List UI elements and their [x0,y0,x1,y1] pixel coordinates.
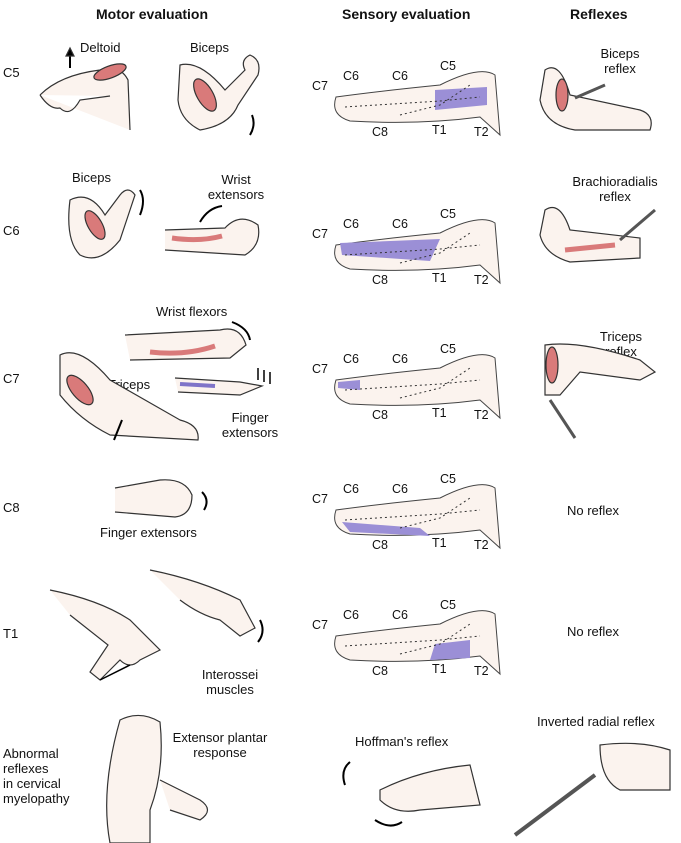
wrist-extensors-illustration [164,205,260,256]
dermatome-label-c7: C7 [312,618,328,632]
dermatome-label-t1: T1 [432,406,447,420]
dermatome-label-c8: C8 [372,125,388,139]
dermatome-label-c8: C8 [372,273,388,287]
dermatome-label-c5: C5 [440,342,456,356]
dermatome-label-c6: C6 [343,482,359,496]
header-sensory: Sensory evaluation [342,6,471,22]
biceps-c6-illustration [68,189,144,259]
dermatome-label-c5: C5 [440,472,456,486]
dermatome-label-c6: C6 [343,69,359,83]
dermatome-label-c5: C5 [440,59,456,73]
biceps-arm-illustration [177,54,260,136]
dermatome-label-t2: T2 [474,273,489,287]
finger-extensors-hand-illustration [174,368,271,396]
dermatome-label-c6: C6 [392,217,408,231]
label-finger-extensors-c8: Finger extensors [100,525,197,540]
label-biceps-c6: Biceps [72,170,112,185]
dermatome-label-c7: C7 [312,362,328,376]
label-wrist-flexors: Wrist flexors [156,304,228,319]
header-motor: Motor evaluation [96,6,209,22]
dermatome-highlight-c8 [342,522,430,536]
dermatome-label-t1: T1 [432,536,447,550]
label-no-reflex-t1: No reflex [567,624,620,639]
fist-illustration [114,479,208,518]
dermatome-label-t2: T2 [474,125,489,139]
hoffman-hand-illustration [342,761,481,827]
row-label-c8: C8 [3,500,20,515]
label-no-reflex-c8: No reflex [567,503,620,518]
dermatome-highlight-t1 [430,640,470,660]
dermatome-label-t2: T2 [474,408,489,422]
dermatome-label-c5: C5 [440,207,456,221]
dermatome-label-c6: C6 [392,352,408,366]
dermatome-label-c6: C6 [392,69,408,83]
dermatome-label-c5: C5 [440,598,456,612]
row-label-c5: C5 [3,65,20,80]
triceps-illustration [59,352,199,441]
dermatome-label-t2: T2 [474,664,489,678]
dermatome-label-c6: C6 [392,608,408,622]
dermatome-label-c6: C6 [343,352,359,366]
foot-plantar-illustration [106,714,209,843]
dermatome-label-c7: C7 [312,79,328,93]
dermatome-label-c6: C6 [343,217,359,231]
label-inverted-radial-reflex: Inverted radial reflex [537,714,655,729]
inverted-radial-reflex-illustration [513,742,671,837]
dermatome-label-t1: T1 [432,271,447,285]
dermatome-highlight-c6 [340,239,440,261]
label-biceps-c5: Biceps [190,40,230,55]
biceps-reflex-illustration [539,67,652,131]
hands-spread-illustration [49,569,264,681]
triceps-reflex-illustration [544,343,657,439]
dermatome-label-c7: C7 [312,227,328,241]
dermatome-label-c6: C6 [343,608,359,622]
dermatome-label-t2: T2 [474,538,489,552]
dermatome-label-c8: C8 [372,538,388,552]
header-reflexes: Reflexes [570,6,628,22]
label-deltoid: Deltoid [80,40,121,55]
dermatome-label-t1: T1 [432,123,447,137]
dermatome-label-c8: C8 [372,664,388,678]
dermatome-label-c7: C7 [312,492,328,506]
dermatome-label-c6: C6 [392,482,408,496]
row-label-c6: C6 [3,223,20,238]
deltoid-arm-illustration [39,46,131,131]
wrist-flexors-illustration [124,321,251,361]
dermatome-label-t1: T1 [432,662,447,676]
row-label-c7: C7 [3,371,20,386]
dermatome-highlight-c7 [338,380,360,390]
label-hoffmans-reflex: Hoffman's reflex [355,734,449,749]
brachioradialis-reflex-illustration [539,206,656,263]
dermatome-label-c8: C8 [372,408,388,422]
row-label-t1: T1 [3,626,19,641]
